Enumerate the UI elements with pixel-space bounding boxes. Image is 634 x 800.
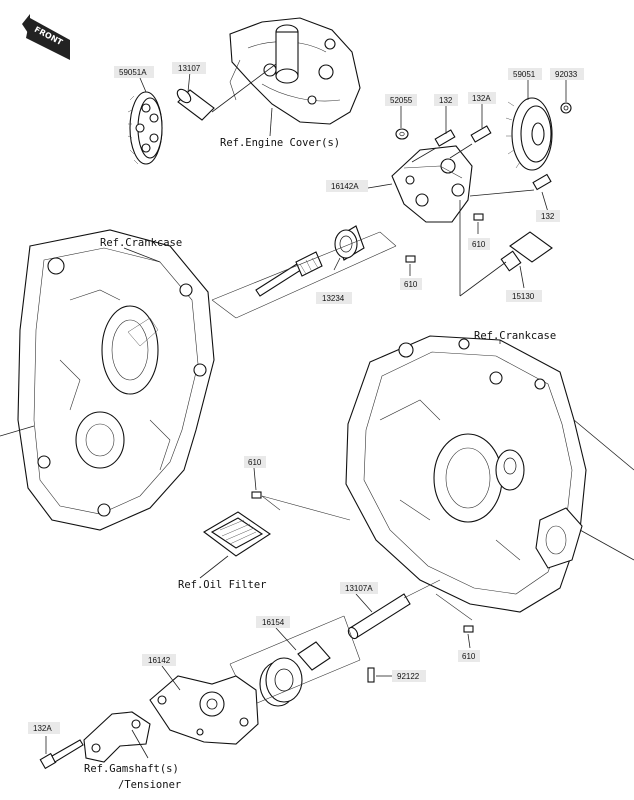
ref-tensioner: /Tensioner	[118, 779, 181, 791]
ref-crankcase-right: Ref.Crankcase	[474, 330, 556, 342]
gear-59051-drawing	[505, 97, 553, 171]
dowel-610-right-drawing	[473, 213, 484, 221]
leader-lines	[45, 71, 567, 759]
label-13234: 13234	[322, 294, 345, 303]
right-crankcase-drawing	[345, 335, 634, 613]
tensioner-bracket-drawing	[83, 711, 151, 763]
dowel-610-lower-drawing	[435, 593, 474, 633]
front-direction-badge: FRONT	[22, 14, 70, 60]
clip-92033-drawing	[560, 102, 572, 114]
label-132a-bottom: 132A	[33, 724, 52, 733]
label-16142a: 16142A	[331, 182, 359, 191]
part-labels: 59051A 13107 52055 132 132A 59051 92033 …	[28, 62, 584, 734]
fitting-15130-drawing	[459, 200, 553, 297]
ref-gamshaft: Ref.Gamshaft(s)	[84, 763, 179, 775]
bolt-132-right-drawing	[469, 173, 552, 197]
label-13107a: 13107A	[345, 584, 373, 593]
bolt-132a-top-drawing	[449, 125, 492, 159]
shaft-13234-drawing	[211, 225, 397, 319]
pump-body-16142-drawing	[149, 675, 259, 745]
shaft-13107a-drawing	[347, 579, 441, 640]
bolt-132a-bottom-drawing	[39, 739, 84, 770]
label-610-mid: 610	[404, 280, 418, 289]
ref-oil-filter: Ref.Oil Filter	[178, 579, 267, 591]
engine-cover-drawing	[229, 17, 361, 125]
washer-52055-drawing	[395, 128, 409, 140]
label-52055: 52055	[390, 96, 413, 105]
label-610-lower: 610	[462, 652, 476, 661]
label-132-top: 132	[439, 96, 453, 105]
ref-crankcase-left: Ref.Crankcase	[100, 237, 182, 249]
label-92122: 92122	[397, 672, 420, 681]
left-crankcase-drawing	[0, 229, 215, 531]
label-92033: 92033	[555, 70, 578, 79]
label-15130: 15130	[512, 292, 535, 301]
label-16142: 16142	[148, 656, 171, 665]
bolt-132-top-drawing	[411, 129, 456, 163]
reference-labels: Ref.Engine Cover(s) Ref.Crankcase Ref.Cr…	[84, 137, 556, 791]
dowel-610-left-drawing	[251, 491, 351, 521]
label-610-right: 610	[472, 240, 486, 249]
pin-13107-drawing	[176, 63, 277, 121]
label-16154: 16154	[262, 618, 285, 627]
label-13107: 13107	[178, 64, 201, 73]
label-610-left: 610	[248, 458, 262, 467]
label-59051a: 59051A	[119, 68, 147, 77]
label-59051: 59051	[513, 70, 536, 79]
oil-pump-cover-16142a-drawing	[391, 145, 473, 223]
label-132-right: 132	[541, 212, 555, 221]
oil-filter-drawing	[203, 511, 271, 557]
dowel-610-mid-drawing	[405, 255, 416, 263]
gear-59051a-drawing	[127, 91, 163, 165]
label-132a-top: 132A	[472, 94, 491, 103]
ref-engine-cover: Ref.Engine Cover(s)	[220, 137, 340, 149]
pin-92122-drawing	[367, 667, 375, 683]
